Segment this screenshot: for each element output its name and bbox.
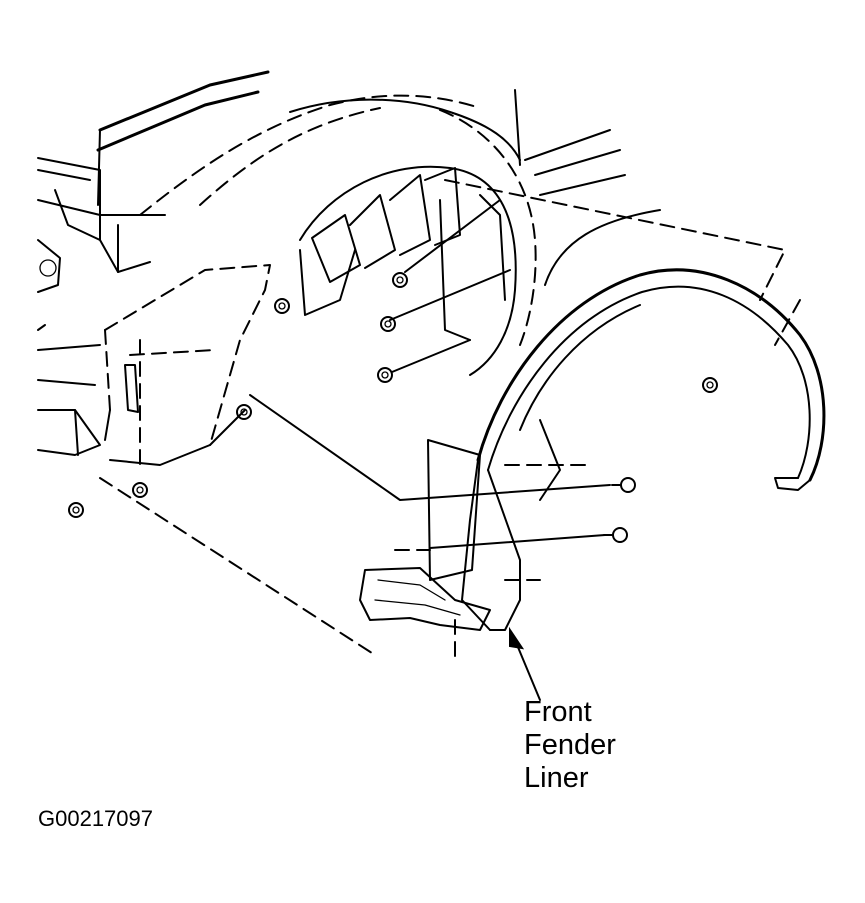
bolt-icon xyxy=(377,367,393,383)
front-fender-liner xyxy=(359,268,826,631)
figure-id: G00217097 xyxy=(38,806,153,831)
push-clip-icon xyxy=(603,527,628,543)
callout-line-2: Fender xyxy=(524,729,616,761)
leader-lines xyxy=(99,179,801,661)
inner-apron xyxy=(37,264,271,466)
bolt-icon xyxy=(68,502,84,518)
bolt-icon xyxy=(392,272,408,288)
bolt-icon xyxy=(380,316,396,332)
callout-line-3: Liner xyxy=(524,762,589,794)
part-callout-label: Front Fender Liner xyxy=(524,696,616,795)
bolt-icon xyxy=(132,482,148,498)
bolt-icon xyxy=(236,404,252,420)
callout-arrow xyxy=(509,626,541,701)
fasteners xyxy=(68,272,718,543)
bolt-icon xyxy=(702,377,718,393)
body-structure xyxy=(37,70,270,386)
push-clip-icon xyxy=(611,477,636,493)
bolt-icon xyxy=(274,298,290,314)
fender-outline xyxy=(139,89,661,346)
callout-line-1: Front xyxy=(524,696,592,728)
